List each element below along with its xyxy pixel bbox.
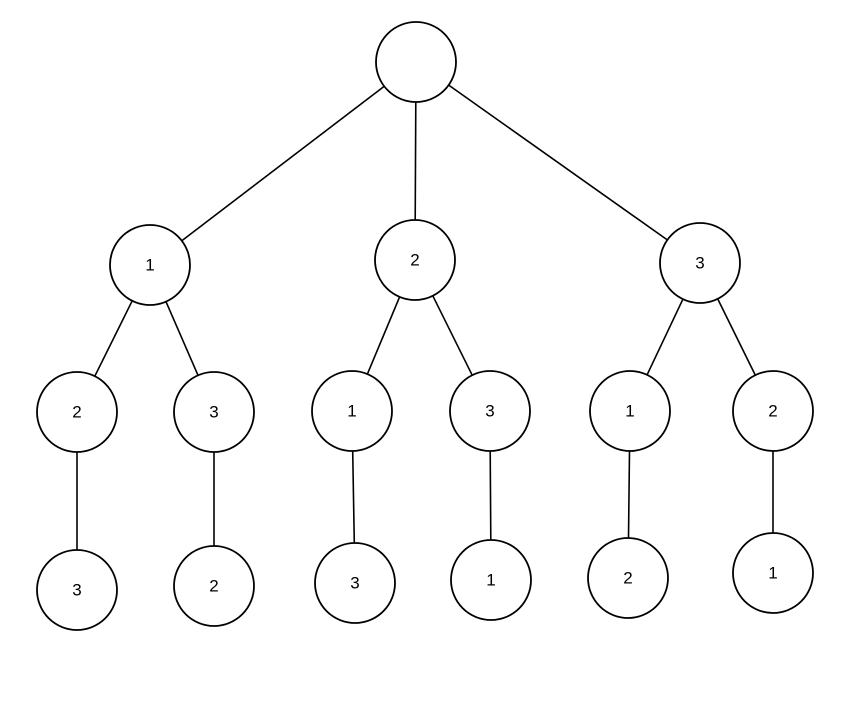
node-label: 3: [485, 402, 494, 421]
tree-edge: [432, 295, 473, 376]
nodes-layer: 1 2 3 3 2 2 1 3 3 1 3 1 2 2 1: [36, 21, 814, 631]
tree-edge: [716, 298, 757, 376]
node-label: 1: [768, 564, 777, 583]
tree-edge: [627, 450, 631, 539]
tree-edge: [165, 301, 199, 376]
node-label: 2: [768, 402, 777, 421]
tree-node-level-3: 2: [587, 537, 669, 619]
tree-edge: [181, 85, 385, 242]
tree-node-level-3: 1: [732, 532, 814, 614]
node-circle: [374, 219, 456, 301]
node-circle: [173, 545, 255, 627]
node-label: 3: [695, 254, 704, 273]
tree-edge: [366, 296, 401, 375]
tree-node-level-2: 1: [589, 370, 671, 452]
node-label: 1: [347, 402, 356, 421]
edges-layer: [76, 84, 774, 550]
node-circle: [659, 222, 741, 304]
tree-node-level-3: 3: [314, 542, 396, 624]
tree-node-level-3: 2: [173, 545, 255, 627]
node-circle: [732, 532, 814, 614]
node-label: 2: [72, 403, 81, 422]
tree-node-level-3: 3: [36, 549, 118, 631]
node-circle: [375, 21, 457, 103]
node-label: 2: [209, 577, 218, 596]
tree-node-level-1: 1: [109, 224, 191, 306]
node-circle: [173, 371, 255, 453]
tree-edge: [414, 101, 417, 221]
tree-node-level-1: 3: [659, 222, 741, 304]
tree-edge: [94, 300, 133, 377]
tree-edge: [448, 84, 668, 241]
node-label: 3: [350, 574, 359, 593]
tree-edge: [351, 450, 356, 544]
node-label: 2: [410, 251, 419, 270]
node-circle: [36, 549, 118, 631]
node-circle: [36, 371, 118, 453]
node-circle: [589, 370, 671, 452]
tree-node-level-2: 1: [311, 370, 393, 452]
tree-edge: [489, 450, 492, 541]
node-circle: [311, 370, 393, 452]
tree-node-level-2: 2: [732, 370, 814, 452]
root-node: [375, 21, 457, 103]
tree-node-level-2: 3: [449, 370, 531, 452]
node-label: 3: [72, 581, 81, 600]
tree-node-level-2: 2: [36, 371, 118, 453]
node-circle: [732, 370, 814, 452]
node-label: 1: [486, 571, 495, 590]
node-label: 1: [145, 256, 154, 275]
node-circle: [314, 542, 396, 624]
node-circle: [587, 537, 669, 619]
node-label: 1: [625, 402, 634, 421]
node-circle: [449, 370, 531, 452]
node-circle: [450, 539, 532, 621]
tree-edge: [646, 298, 684, 376]
tree-node-level-1: 2: [374, 219, 456, 301]
tree-node-level-2: 3: [173, 371, 255, 453]
node-label: 2: [623, 569, 632, 588]
node-label: 3: [209, 403, 218, 422]
node-circle: [109, 224, 191, 306]
tree-node-level-3: 1: [450, 539, 532, 621]
